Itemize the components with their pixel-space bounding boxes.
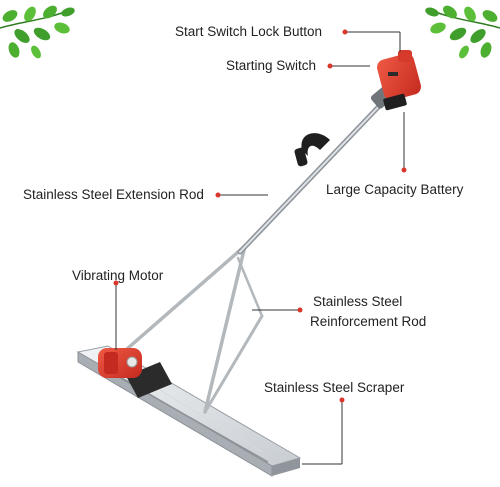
label-large-capacity-battery: Large Capacity Battery <box>326 182 464 197</box>
leaf-branch-icon <box>0 5 75 59</box>
reinforcement-rods <box>110 244 264 414</box>
power-unit <box>370 50 421 111</box>
leader-dots <box>113 29 407 403</box>
label-start-switch-lock-button: Start Switch Lock Button <box>175 24 323 39</box>
label-stainless-steel-extension-rod: Stainless Steel Extension Rod <box>23 187 204 202</box>
label-vibrating-motor: Vibrating Motor <box>72 268 164 283</box>
leader-lines <box>115 31 405 465</box>
label-reinforcement-rod-line1: Stainless Steel <box>313 294 403 309</box>
label-reinforcement-rod-line2: Reinforcement Rod <box>310 314 427 329</box>
label-stainless-steel-scraper: Stainless Steel Scraper <box>264 380 405 395</box>
handle-grip <box>294 133 330 167</box>
vibrating-motor-body <box>98 348 172 398</box>
label-stainless-steel-reinforcement-rod: Stainless Steel Reinforcement Rod <box>310 294 426 330</box>
label-starting-switch: Starting Switch <box>226 58 317 73</box>
extension-rod <box>237 97 388 255</box>
leaf-branch-icon <box>425 5 500 59</box>
